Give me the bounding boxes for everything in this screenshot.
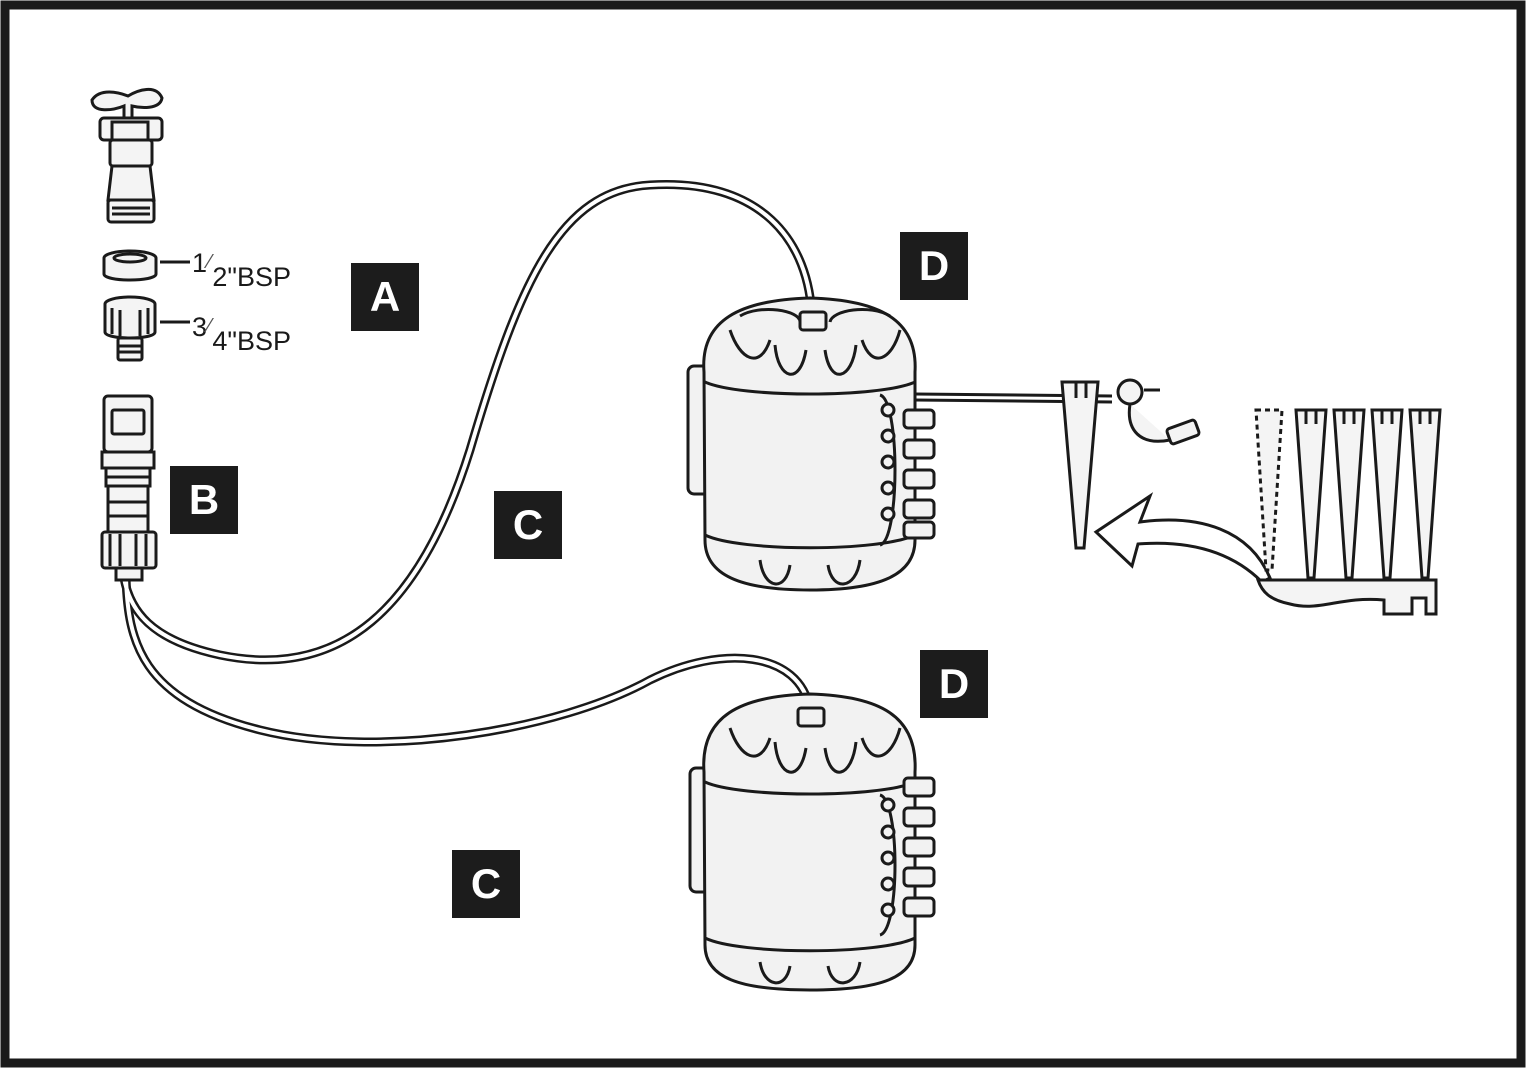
adaptor-three-quarter-numerator: 3 xyxy=(192,312,208,342)
label-c-upper: C xyxy=(494,491,562,559)
water-tank-icon xyxy=(686,296,936,592)
stake-holder-icon xyxy=(1254,408,1442,616)
adaptor-three-quarter-inch-label: 3⁄4"BSP xyxy=(192,312,292,356)
drip-stake-icon xyxy=(914,378,1201,550)
label-c-lower: C xyxy=(452,850,520,918)
adaptor-three-quarter-unit: "BSP xyxy=(227,326,292,356)
label-d-upper: D xyxy=(900,232,968,300)
fraction-slash: ⁄ xyxy=(208,315,212,337)
tap-icon xyxy=(90,88,164,224)
adaptor-half-numerator: 1 xyxy=(192,248,208,278)
adaptor-three-quarter-denominator: 4 xyxy=(212,326,228,356)
label-d-lower: D xyxy=(920,650,988,718)
tap-adaptor-icon xyxy=(103,295,190,362)
adaptor-half-denominator: 2 xyxy=(212,262,228,292)
adaptor-half-inch-label: 1⁄2"BSP xyxy=(192,248,292,292)
hose-connector-icon xyxy=(100,394,158,582)
water-tank-icon xyxy=(688,692,936,992)
adaptor-half-unit: "BSP xyxy=(227,262,292,292)
fraction-slash: ⁄ xyxy=(208,251,212,273)
arrow-icon xyxy=(1093,492,1272,584)
label-b: B xyxy=(170,466,238,534)
label-a: A xyxy=(351,263,419,331)
tap-adaptor-icon xyxy=(102,249,190,282)
